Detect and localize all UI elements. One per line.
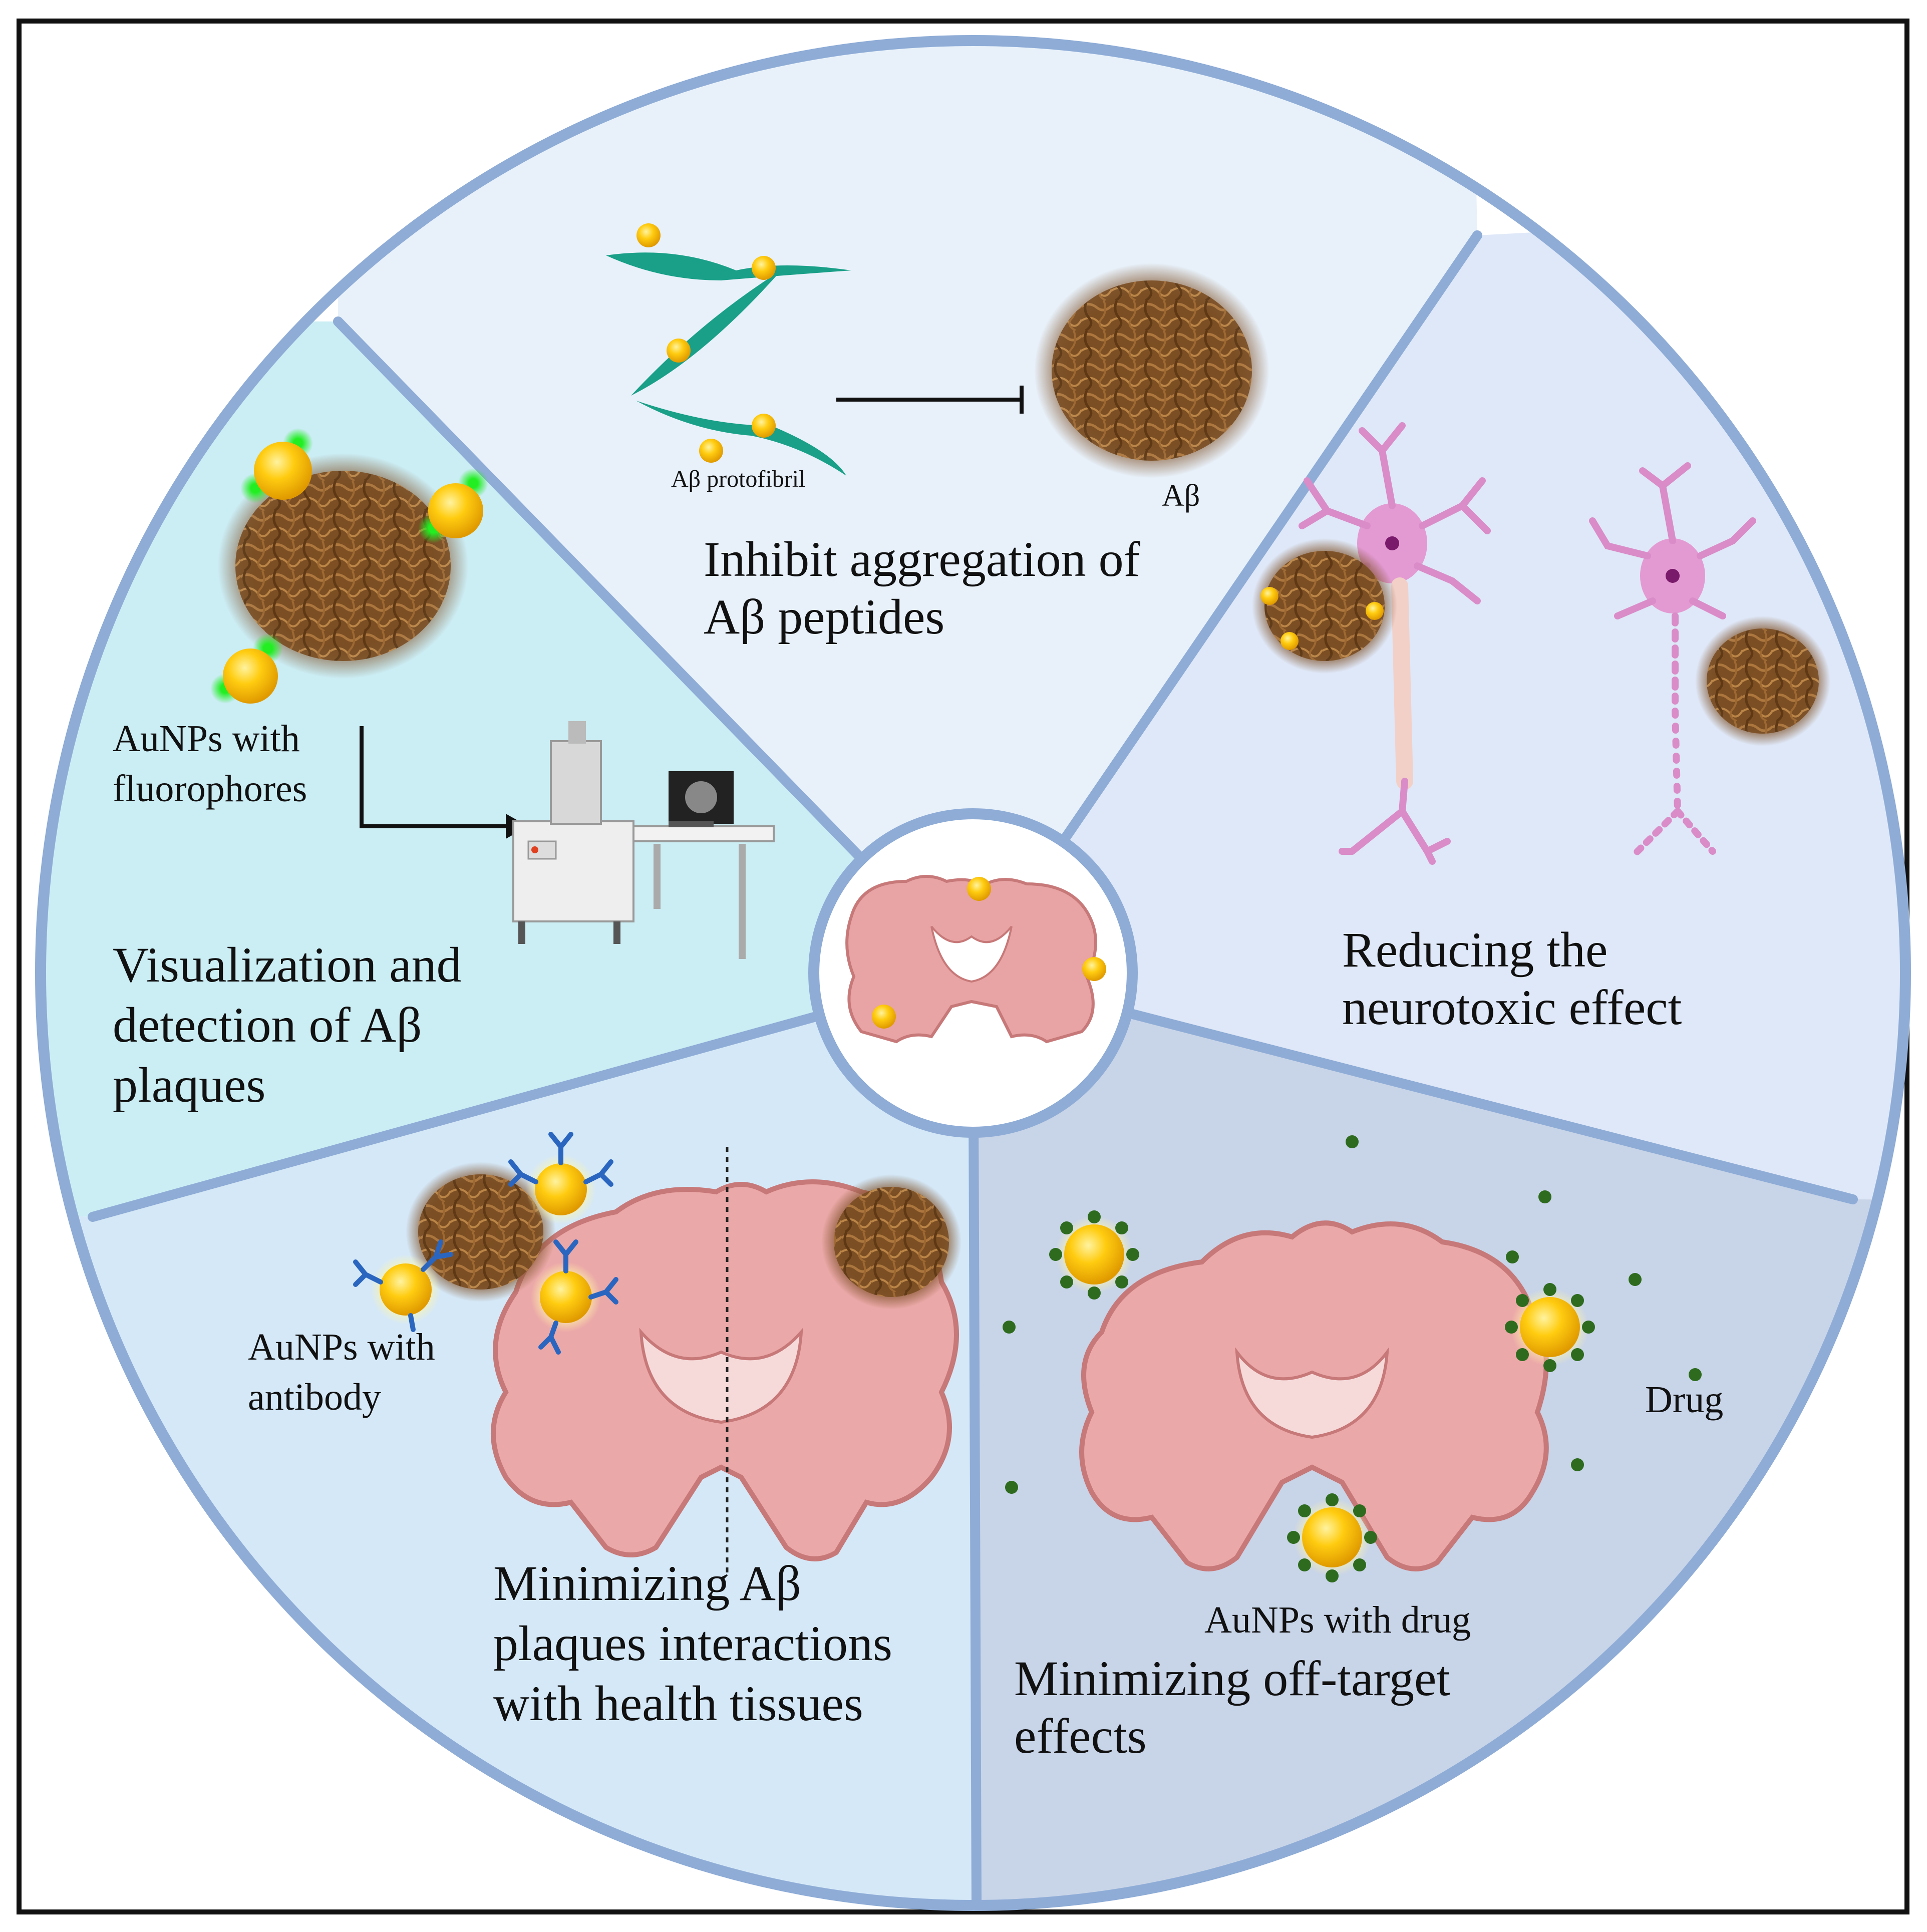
interactions-title-line3: with health tissues: [493, 1676, 863, 1731]
abeta-plaque-interactions2: [821, 1174, 961, 1310]
abeta-plaque-interactions1: [406, 1162, 556, 1302]
visualization-title-line2: detection of Aβ: [113, 997, 422, 1053]
segment-neurotoxic: [973, 210, 1905, 1199]
visualization-title-line3: plaques: [113, 1057, 265, 1113]
drug-label: Drug: [1645, 1379, 1723, 1421]
neuron-damaged-icon: [1589, 462, 1756, 860]
inhibit-title-line2: Aβ peptides: [704, 589, 944, 645]
aunp-antibody-label-line2: antibody: [248, 1376, 381, 1418]
abeta-label: Aβ: [1162, 479, 1200, 513]
neurotoxic-title-line2: neurotoxic effect: [1342, 980, 1682, 1035]
free-drug-molecules: [1003, 1135, 1702, 1494]
abeta-plaque-neuron1: [1252, 538, 1397, 674]
aunp-antibody-group: [353, 1132, 618, 1355]
aunp-fluor-label-line1: AuNPs with: [113, 718, 300, 760]
aunp-antibody-label-line1: AuNPs with: [248, 1326, 435, 1368]
aunp-fluorophore-group: [210, 428, 488, 704]
abeta-plaque-neuron2: [1695, 616, 1830, 746]
offtarget-title-line2: effects: [1014, 1708, 1147, 1764]
visualization-title-line1: Visualization and: [113, 937, 462, 993]
aunp-drug-2: [1505, 1283, 1595, 1372]
center-brain-icon: [845, 875, 1106, 1044]
inhibition-arrow: [836, 386, 1024, 414]
inhibit-title-line1: Inhibit aggregation of: [704, 531, 1141, 587]
brain-offtarget-icon: [1079, 1220, 1549, 1571]
microscope-icon: [512, 721, 775, 959]
offtarget-title-line1: Minimizing off-target: [1014, 1651, 1450, 1706]
segment-inhibit: [338, 41, 1477, 973]
protofibril-group: [606, 223, 851, 476]
aunp-drug-1: [1049, 1210, 1139, 1300]
interactions-title-line1: Minimizing Aβ: [493, 1555, 801, 1611]
aunp-drug-label: AuNPs with drug: [1204, 1599, 1471, 1641]
aunp-drug-3: [1287, 1493, 1377, 1582]
neurotoxic-title-line1: Reducing the: [1342, 922, 1608, 978]
outer-ring: [35, 35, 1911, 1911]
abeta-plaque-inhibit: [1034, 263, 1269, 478]
protofibril-label: Aβ protofibril: [671, 466, 805, 492]
abeta-plaque-visualization: [218, 453, 468, 679]
aunp-fluor-label-line2: fluorophores: [113, 768, 307, 810]
interactions-title-line2: plaques interactions: [493, 1616, 892, 1671]
